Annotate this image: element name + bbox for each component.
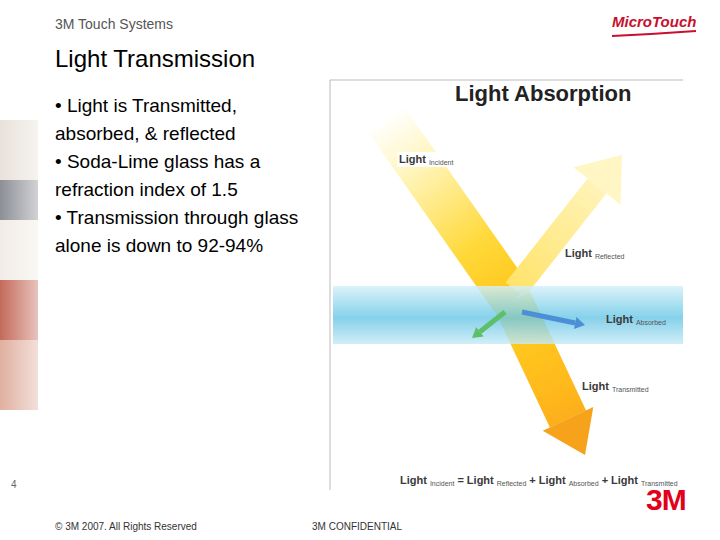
incident-label: LightIncident: [397, 152, 455, 167]
logo-swoosh: [612, 31, 696, 36]
panel-heading: Light Absorption: [455, 82, 631, 106]
light-word: Light: [539, 474, 566, 487]
photo-strip: [0, 120, 38, 410]
confidential-note: 3M CONFIDENTIAL: [312, 521, 402, 533]
reflected-arrowhead: [573, 155, 622, 205]
light-word: Light: [400, 474, 427, 487]
subscript-label: Absorbed: [636, 319, 666, 326]
transmitted-label: LightTransmitted: [582, 380, 649, 393]
photo-ground: [0, 120, 38, 410]
light-word: Light: [606, 313, 633, 326]
bullet-point: • Light is Transmitted, absorbed, & refl…: [55, 92, 323, 148]
bullet-point: • Soda-Lime glass has a refraction index…: [55, 148, 323, 204]
page-number: 4: [11, 479, 17, 491]
absorbed-arrowhead: [472, 327, 484, 338]
logo-text: MicroTouch: [612, 14, 696, 29]
header-text: 3M Touch Systems: [55, 16, 173, 33]
incident-beam: [385, 118, 513, 300]
light-word: Light: [565, 247, 592, 260]
subscript-label: Incident: [429, 159, 454, 166]
copyright-note: © 3M 2007. All Rights Reserved: [55, 521, 197, 533]
absorbed-arrow: [522, 312, 575, 323]
bullet-list: • Light is Transmitted, absorbed, & refl…: [55, 92, 323, 260]
reflected-beam: [515, 186, 597, 290]
absorbed-label: LightAbsorbed: [606, 313, 666, 326]
glass-band: [333, 286, 683, 344]
slide-title: Light Transmission: [55, 45, 255, 74]
subscript-label: Reflected: [497, 480, 527, 487]
equation-row: LightIncident=LightReflected+LightAbsorb…: [400, 474, 678, 487]
subscript-label: Absorbed: [569, 480, 599, 487]
panel-border: [330, 80, 683, 81]
absorbed-arrow: [480, 312, 505, 332]
transmitted-arrowhead: [543, 407, 594, 455]
photo-fade: [0, 120, 38, 410]
equation-operator: +: [602, 474, 608, 487]
absorbed-arrowhead: [574, 317, 585, 329]
bullet-point: • Transmission through glass alone is do…: [55, 204, 323, 260]
equation-operator: +: [529, 474, 535, 487]
light-word: Light: [582, 380, 609, 393]
light-word: Light: [399, 153, 426, 166]
equation-operator: =: [457, 474, 463, 487]
brand-logo: 3M: [646, 485, 686, 515]
light-word: Light: [467, 474, 494, 487]
reflected-label: LightReflected: [565, 247, 624, 260]
subscript-label: Reflected: [595, 253, 625, 260]
subscript-label: Incident: [430, 480, 455, 487]
light-word: Light: [611, 474, 638, 487]
subscript-label: Transmitted: [612, 386, 649, 393]
panel-border: [330, 80, 331, 490]
